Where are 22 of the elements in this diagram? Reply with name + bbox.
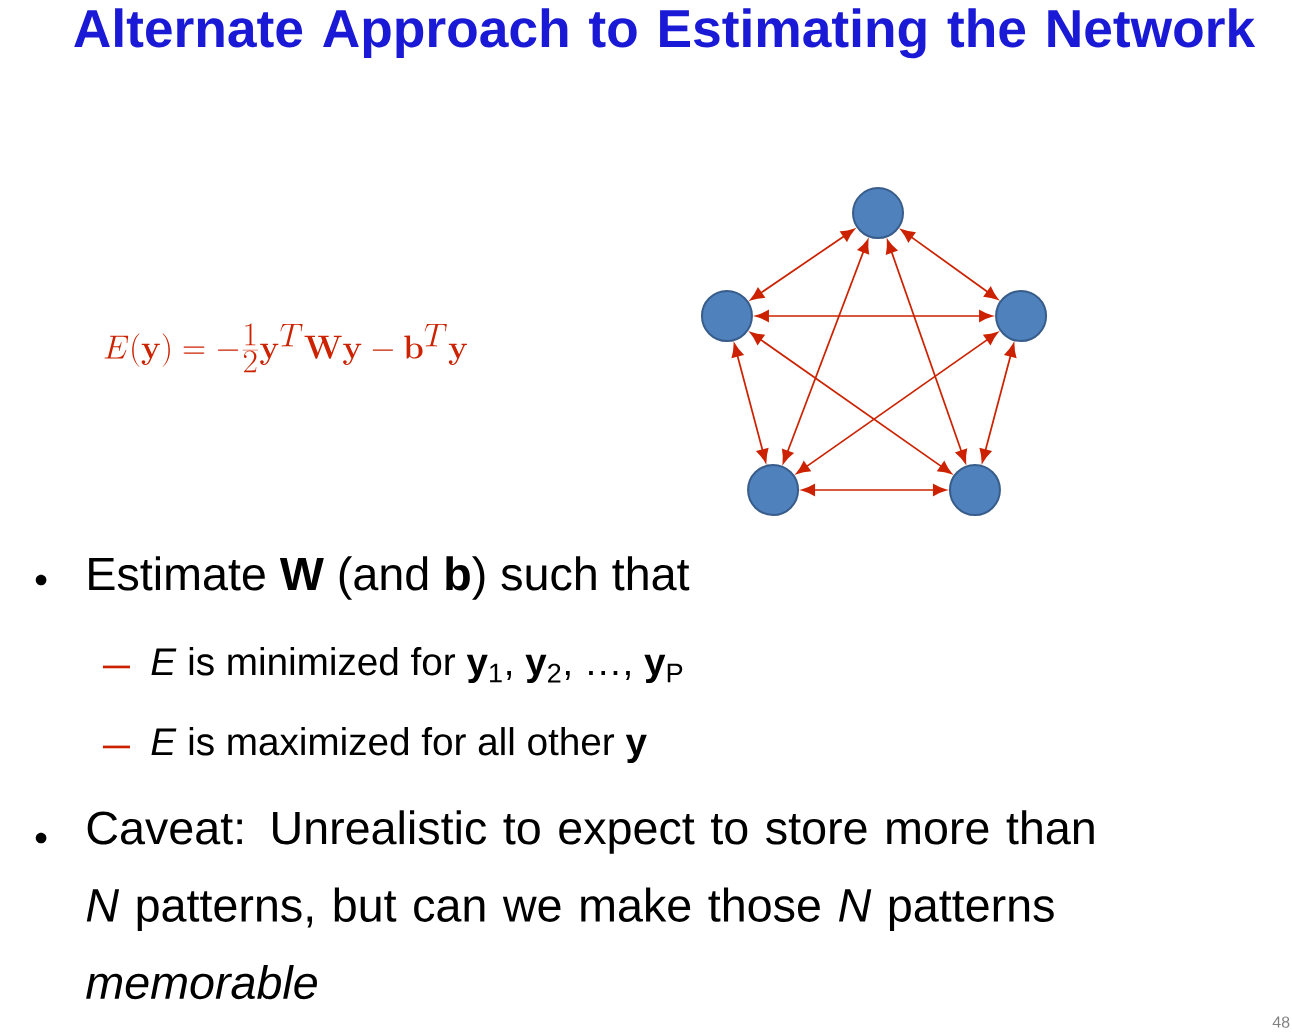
bullet-text: Caveat: Unrealistic to expect to store more than N patterns, but can we make those N patterns memorable (86, 810, 1094, 1000)
arrow (750, 331, 952, 475)
network-node (852, 187, 904, 240)
title: Alternate Approach to Estimating the Network (74, 8, 1256, 59)
bullet-text: E is minimized for y$_{1}$, y$_{2}$, …, y$_{P}$ (151, 647, 683, 684)
arrow (900, 229, 999, 300)
arrow (801, 484, 947, 496)
network-node (995, 290, 1048, 342)
bullet-text: E is maximized for all other y (151, 727, 647, 764)
network-node (747, 464, 800, 516)
arrow (885, 239, 967, 464)
arrow (731, 343, 769, 463)
arrow (755, 310, 993, 322)
network-node (700, 290, 753, 342)
formula: $E(\mathbf{y}) = -\frac{1}{2}\mathbf{y}^{T}\mathbf{W}\mathbf{y} - \mathbf{b}^{T}\mathbf{y}$ (104, 323, 467, 373)
arrow (782, 239, 870, 464)
network-node (948, 464, 1001, 516)
page-number: 48 (1272, 1016, 1290, 1028)
arrow (750, 228, 855, 301)
bullet-text: Estimate W (and b) such that (89, 556, 690, 600)
arrow (979, 343, 1017, 463)
arrow (796, 331, 998, 475)
